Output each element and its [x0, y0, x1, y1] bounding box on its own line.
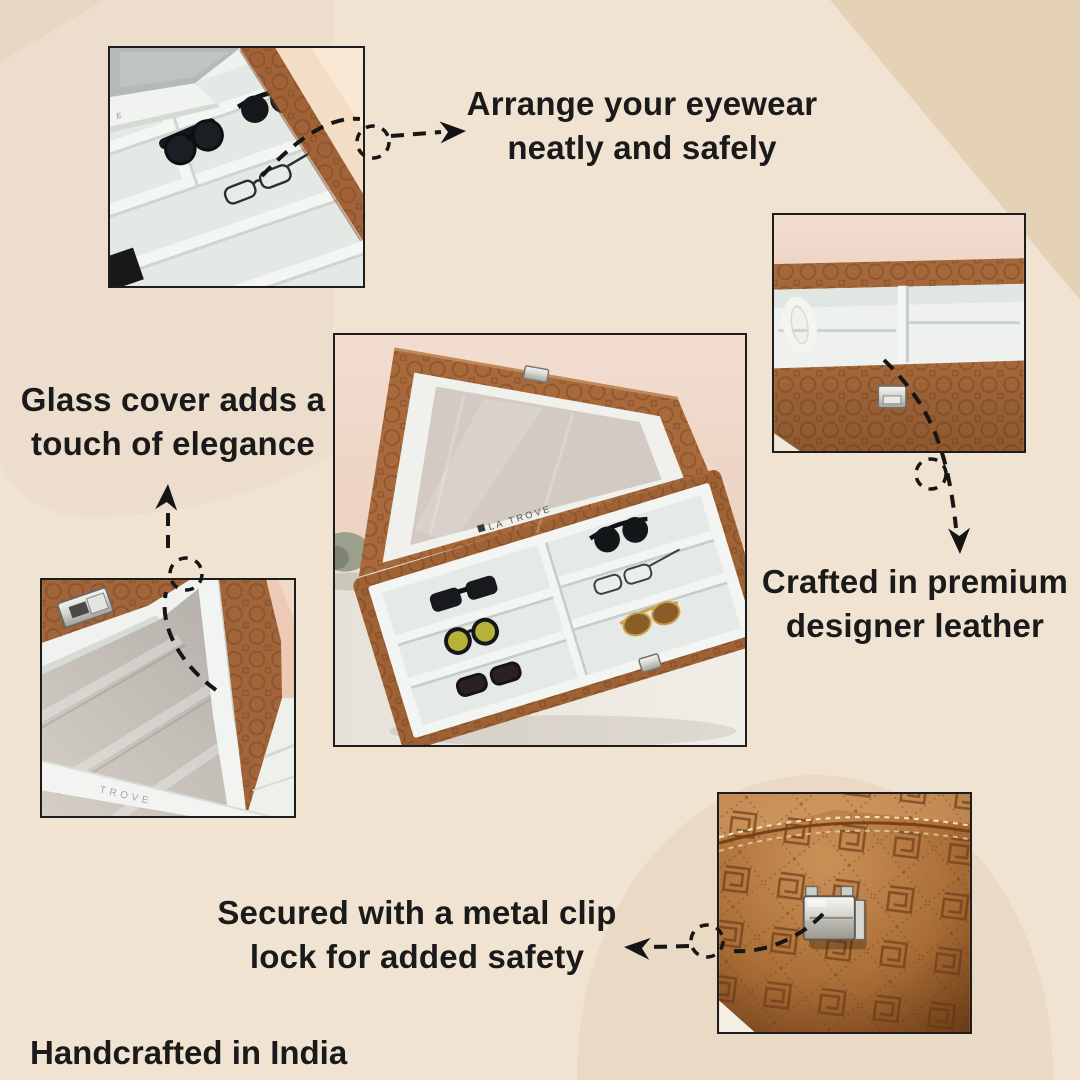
photo-open-box-main: LA TROVE — [333, 333, 747, 747]
brand-partial-letter: E — [116, 111, 123, 121]
corner-wedge-shape — [0, 0, 104, 62]
spectacles-thin — [593, 548, 681, 595]
note-line: Secured with a metal clip — [217, 894, 617, 931]
note-glass-cover: Glass cover adds a touch of elegance — [3, 378, 343, 466]
photo-tray-with-glasses: E — [108, 46, 365, 288]
sunglasses-round-black — [588, 516, 649, 553]
metal-clasp — [877, 385, 907, 409]
sunglasses-partial — [110, 247, 144, 286]
sunglasses-yellow — [444, 617, 499, 655]
photo-leather-box-compartments — [772, 213, 1026, 453]
white-interior-corner — [246, 698, 294, 816]
sunglasses-plum — [455, 661, 522, 697]
note-line: Glass cover adds a — [20, 381, 326, 418]
floor-strip — [266, 580, 294, 698]
metal-hinge-clasp — [56, 586, 114, 629]
ribbon-pull — [782, 296, 817, 354]
photo-glass-cover-closeup: TROVE — [40, 578, 296, 818]
note-arrange-eyewear: Arrange your eyewear neatly and safely — [382, 82, 902, 170]
note-line: designer leather — [785, 607, 1045, 644]
footer-handcrafted: Handcrafted in India — [30, 1034, 348, 1071]
note-line: Arrange your eyewear — [466, 85, 818, 122]
note-line: neatly and safely — [507, 129, 777, 166]
sunglasses-clubmaster — [159, 118, 224, 166]
sunglasses-black-rect — [429, 575, 498, 612]
note-secured-lock: Secured with a metal clip lock for added… — [177, 891, 657, 979]
sunglasses-aviator — [619, 600, 681, 637]
glass-lid: LA TROVE — [358, 347, 710, 577]
photo-clip-lock-closeup — [717, 792, 972, 1034]
note-crafted-leather: Crafted in premium designer leather — [748, 560, 1080, 648]
note-line: lock for added safety — [249, 938, 585, 975]
note-line: touch of elegance — [31, 425, 315, 462]
box-body — [353, 470, 745, 745]
lid-clasp — [522, 365, 550, 383]
metal-clasp-small — [638, 653, 662, 673]
note-line: Crafted in premium — [761, 563, 1069, 600]
